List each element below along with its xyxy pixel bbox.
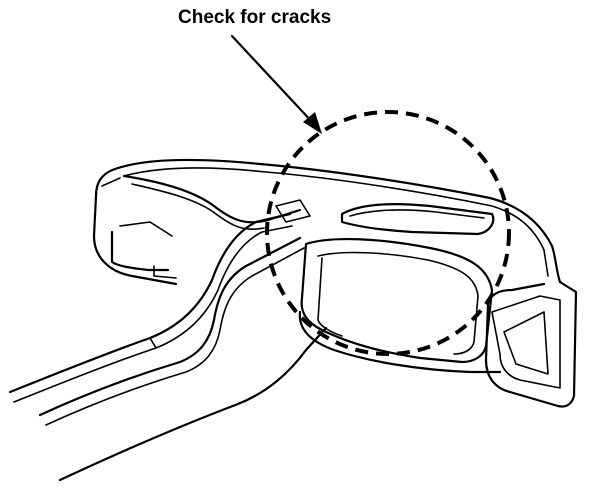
callout-leader-arrow — [230, 34, 322, 134]
lower-console-outline — [8, 212, 328, 482]
inspection-area-circle — [265, 110, 511, 356]
gauge-opening — [298, 237, 502, 374]
center-vent — [340, 202, 495, 236]
dashboard-top-outline — [92, 158, 554, 286]
callout-label: Check for cracks — [178, 7, 332, 28]
right-end-panel — [484, 244, 578, 408]
